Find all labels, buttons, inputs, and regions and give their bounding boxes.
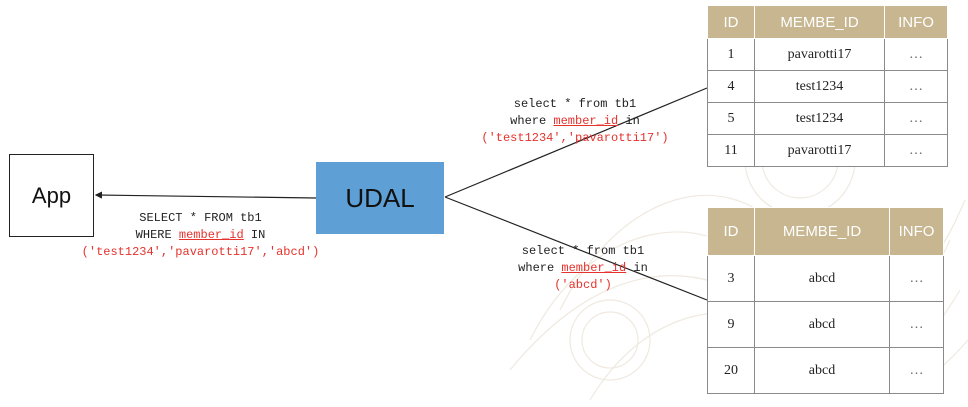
top-query-line2-prefix: where bbox=[510, 114, 554, 128]
top-query-text: select * from tb1 where member_id in ('t… bbox=[440, 96, 710, 147]
cell-info: … bbox=[889, 347, 944, 394]
cell-member-id: pavarotti17 bbox=[754, 38, 885, 71]
table-row: 11 pavarotti17 … bbox=[707, 134, 948, 167]
table-row: 5 test1234 … bbox=[707, 102, 948, 135]
udal-label: UDAL bbox=[345, 182, 415, 213]
cell-info: … bbox=[884, 102, 948, 135]
table-header-row: ID MEMBE_ID INFO bbox=[707, 5, 948, 39]
cell-member-id: test1234 bbox=[754, 102, 885, 135]
udal-to-top-table-line bbox=[444, 87, 708, 198]
app-box: App bbox=[9, 154, 94, 237]
table-row: 4 test1234 … bbox=[707, 70, 948, 103]
cell-member-id: abcd bbox=[754, 347, 890, 394]
udal-box: UDAL bbox=[316, 162, 444, 234]
cell-id: 20 bbox=[707, 347, 755, 394]
table-row: 1 pavarotti17 … bbox=[707, 38, 948, 71]
cell-id: 3 bbox=[707, 255, 755, 302]
app-query-line1: SELECT * FROM tb1 bbox=[139, 211, 262, 225]
top-query-field: member_id bbox=[553, 114, 619, 128]
app-label: App bbox=[31, 182, 72, 208]
cell-info: … bbox=[889, 255, 944, 302]
cell-info: … bbox=[889, 301, 944, 348]
cell-member-id: pavarotti17 bbox=[754, 134, 885, 167]
shard-table-bottom: ID MEMBE_ID INFO 3 abcd … 9 abcd … 20 ab… bbox=[707, 207, 944, 394]
header-id: ID bbox=[707, 207, 755, 256]
header-info: INFO bbox=[884, 5, 948, 39]
top-query-line2-suffix: in bbox=[618, 114, 640, 128]
cell-info: … bbox=[884, 38, 948, 71]
shard-table-top: ID MEMBE_ID INFO 1 pavarotti17 … 4 test1… bbox=[707, 5, 948, 167]
bottom-query-line2-suffix: in bbox=[626, 261, 648, 275]
cell-info: … bbox=[884, 70, 948, 103]
table-row: 9 abcd … bbox=[707, 301, 944, 348]
bottom-query-line3: ('abcd') bbox=[554, 278, 612, 292]
cell-id: 1 bbox=[707, 38, 755, 71]
app-query-line2-prefix: WHERE bbox=[135, 228, 179, 242]
cell-member-id: abcd bbox=[754, 301, 890, 348]
app-query-field: member_id bbox=[178, 228, 244, 242]
top-query-line3: ('test1234','pavarotti17') bbox=[481, 131, 669, 145]
bottom-query-text: select * from tb1 where member_id in ('a… bbox=[458, 243, 708, 294]
cell-info: … bbox=[884, 134, 948, 167]
app-query-line2-suffix: IN bbox=[243, 228, 266, 242]
cell-id: 9 bbox=[707, 301, 755, 348]
top-query-line1: select * from tb1 bbox=[513, 97, 637, 111]
bottom-query-line1: select * from tb1 bbox=[521, 244, 645, 258]
cell-id: 11 bbox=[707, 134, 755, 167]
app-query-text: SELECT * FROM tb1 WHERE member_id IN ('t… bbox=[8, 210, 393, 261]
header-id: ID bbox=[707, 5, 755, 39]
header-member-id: MEMBE_ID bbox=[754, 5, 885, 39]
udal-to-bottom-table-line bbox=[444, 196, 708, 301]
header-member-id: MEMBE_ID bbox=[754, 207, 890, 256]
bottom-query-line2-prefix: where bbox=[518, 261, 562, 275]
header-info: INFO bbox=[889, 207, 944, 256]
cell-member-id: test1234 bbox=[754, 70, 885, 103]
table-header-row: ID MEMBE_ID INFO bbox=[707, 207, 944, 256]
table-row: 3 abcd … bbox=[707, 255, 944, 302]
udal-to-app-arrow bbox=[94, 191, 317, 199]
bottom-query-field: member_id bbox=[561, 261, 627, 275]
cell-member-id: abcd bbox=[754, 255, 890, 302]
app-query-line3: ('test1234','pavarotti17','abcd') bbox=[81, 245, 320, 259]
table-row: 20 abcd … bbox=[707, 347, 944, 394]
cell-id: 4 bbox=[707, 70, 755, 103]
cell-id: 5 bbox=[707, 102, 755, 135]
